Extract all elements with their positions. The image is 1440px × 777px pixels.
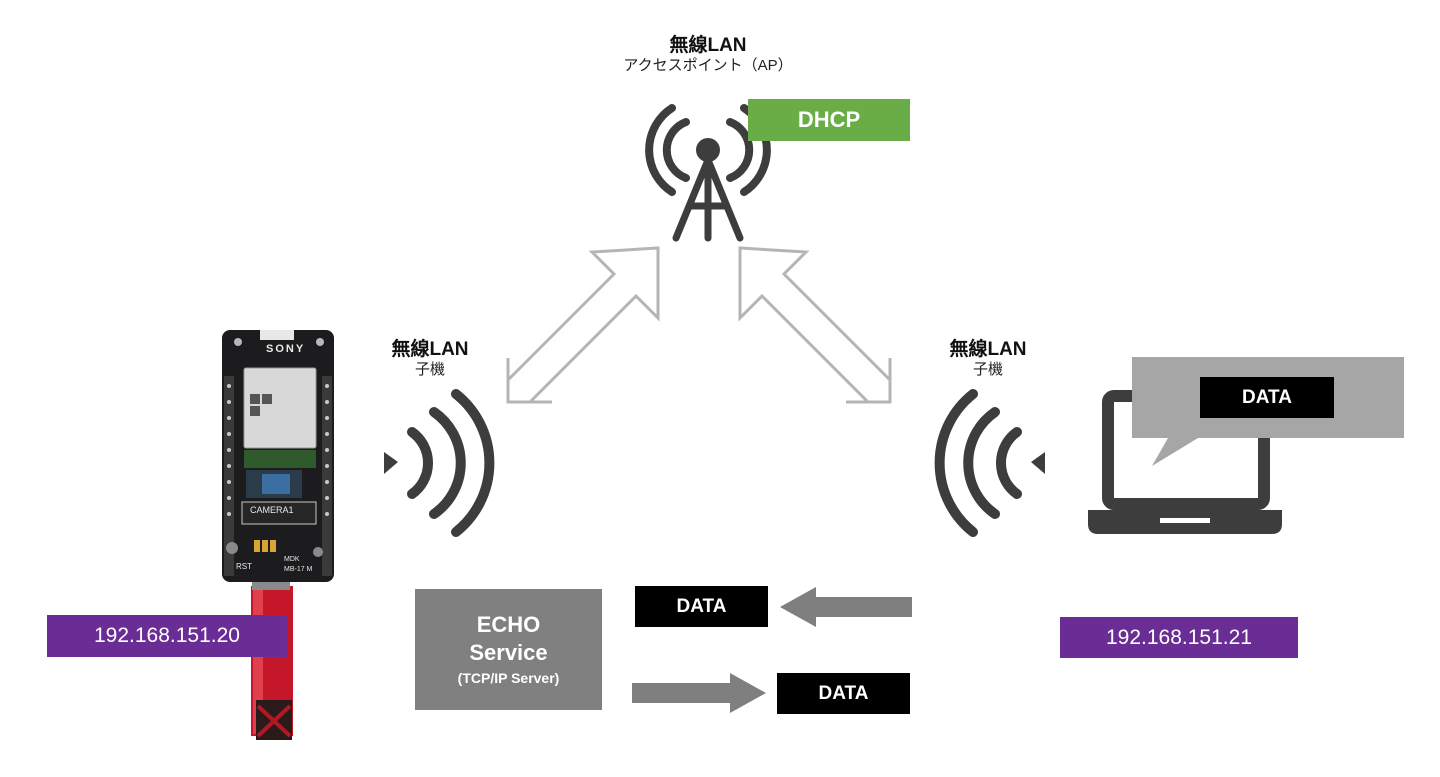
ap-title: 無線LAN — [669, 35, 747, 56]
board-rst-text: RST — [236, 562, 252, 571]
right-client-subtitle: 子機 — [972, 361, 1003, 378]
right-double-arrow — [738, 246, 892, 404]
outgoing-data-label: DATA — [777, 673, 910, 714]
board-model-text: MB-17 M — [284, 566, 313, 573]
left-double-arrow — [506, 246, 660, 404]
incoming-data-label: DATA — [635, 586, 768, 627]
board-brand-text: SONY — [266, 343, 306, 355]
left-client-subtitle: 子機 — [414, 361, 445, 378]
right-client-title: 無線LAN — [949, 339, 1027, 360]
board-mdk-text: MDK — [284, 556, 300, 563]
spresense-board-image — [222, 330, 334, 740]
dhcp-badge: DHCP — [748, 99, 910, 141]
wifi-signal-left-icon — [384, 389, 495, 537]
bubble-data-label: DATA — [1200, 377, 1334, 418]
echo-service-line1: ECHO — [476, 612, 541, 637]
ap-subtitle: アクセスポイント（AP） — [623, 57, 793, 74]
echo-service-line3: (TCP/IP Server) — [457, 670, 560, 686]
left-client-ip: 192.168.151.20 — [47, 615, 287, 657]
wifi-signal-right-icon — [934, 389, 1045, 537]
left-client-title: 無線LAN — [391, 339, 469, 360]
right-client-ip: 192.168.151.21 — [1060, 617, 1298, 658]
echo-service-line2: Service — [469, 640, 548, 665]
board-camera-text: CAMERA1 — [250, 505, 294, 515]
incoming-data-arrow — [780, 587, 912, 627]
echo-service-box: ECHO Service (TCP/IP Server) — [415, 589, 602, 710]
outgoing-data-arrow — [632, 673, 766, 713]
